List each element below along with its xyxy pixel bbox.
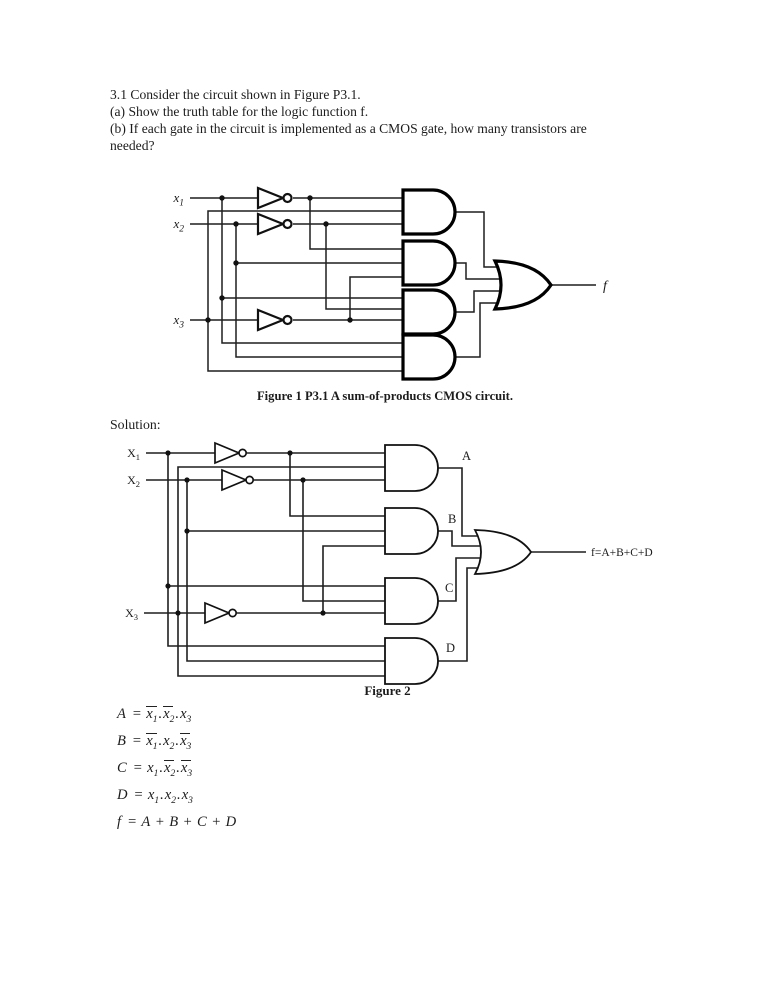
- and-gate-2: [401, 239, 457, 287]
- inverter-bubble: [282, 192, 293, 204]
- inverter-bubble: [238, 448, 248, 458]
- problem-line: (a) Show the truth table for the logic f…: [110, 104, 369, 120]
- equation-rhs: =A+B+C+D: [127, 814, 237, 830]
- equation-lhs: f: [117, 814, 122, 830]
- gate-label-A: A: [462, 449, 471, 463]
- figure2-junction-dots: [165, 450, 326, 616]
- output-label-f-expression: f=A+B+C+D: [591, 547, 653, 559]
- figure2-wires: [144, 452, 586, 677]
- not-gate-x3: [256, 308, 293, 332]
- and-gate-4: [401, 333, 457, 381]
- figure1-caption: Figure 1 P3.1 A sum-of-products CMOS cir…: [256, 389, 514, 403]
- equation-rhs: =x1.x2.x3: [131, 706, 192, 725]
- figure2-circuit: X1 X2 X3 A B C D f=A+B+C+D: [125, 441, 653, 685]
- input-label-X1: X1: [127, 446, 140, 462]
- input-label-X3: X3: [125, 606, 138, 622]
- inverter-bubble: [282, 218, 293, 230]
- equation-line-C: C =x1.x2.x3: [117, 755, 237, 782]
- and-gate-1: [401, 188, 457, 236]
- figure1-junction-dots: [205, 195, 353, 323]
- figure1-circuit: x1 x2 x3 f: [172, 186, 609, 381]
- equation-lhs: D: [117, 787, 128, 803]
- and-gate-3: [401, 288, 457, 336]
- gate-label-C: C: [445, 581, 453, 595]
- and-gate-A: [384, 444, 439, 492]
- problem-line: (b) If each gate in the circuit is imple…: [110, 121, 587, 137]
- figure2-caption: Figure 2: [364, 683, 411, 698]
- gate-label-B: B: [448, 512, 456, 526]
- inverter-bubble: [245, 475, 255, 485]
- output-label-f: f: [603, 279, 609, 294]
- equation-lhs: B: [117, 733, 126, 749]
- equation-rhs: =x1.x2.x3: [132, 760, 193, 779]
- and-gate-C: [384, 577, 439, 625]
- problem-line: 3.1 Consider the circuit shown in Figure…: [110, 87, 361, 102]
- inverter-bubble: [228, 608, 238, 618]
- equation-rhs: =x1.x2.x3: [131, 733, 192, 752]
- equation-line-f: f =A+B+C+D: [117, 809, 237, 836]
- input-label-x1: x1: [172, 190, 184, 209]
- not-gate-x2: [256, 212, 293, 236]
- problem-statement: 3.1 Consider the circuit shown in Figure…: [110, 86, 680, 154]
- equation-lhs: A: [117, 706, 126, 722]
- gate-label-D: D: [446, 641, 455, 655]
- equation-line-A: A =x1.x2.x3: [117, 701, 237, 728]
- or-gate: [473, 529, 533, 575]
- figure1-wires: [190, 197, 596, 372]
- or-gate: [492, 259, 553, 311]
- not-gate-x1: [256, 186, 293, 210]
- not-gate-X1: [214, 441, 248, 465]
- input-label-x3: x3: [172, 312, 184, 331]
- input-label-X2: X2: [127, 473, 140, 489]
- equation-rhs: =x1.x2.x3: [133, 787, 193, 806]
- and-gate-D: [384, 637, 439, 685]
- problem-line: needed?: [110, 138, 155, 154]
- equation-line-B: B =x1.x2.x3: [117, 728, 237, 755]
- and-gate-B: [384, 507, 439, 555]
- not-gate-X3: [204, 601, 238, 625]
- solution-equations: A=x1.x2.x3 B=x1.x2.x3 C=x1.x2.x3 D=x1.x2…: [117, 701, 237, 836]
- inverter-bubble: [282, 314, 293, 326]
- input-label-x2: x2: [172, 216, 184, 235]
- not-gate-X2: [221, 468, 255, 492]
- equation-line-D: D =x1.x2.x3: [117, 782, 237, 809]
- equation-lhs: C: [117, 760, 127, 776]
- solution-label: Solution:: [110, 417, 161, 432]
